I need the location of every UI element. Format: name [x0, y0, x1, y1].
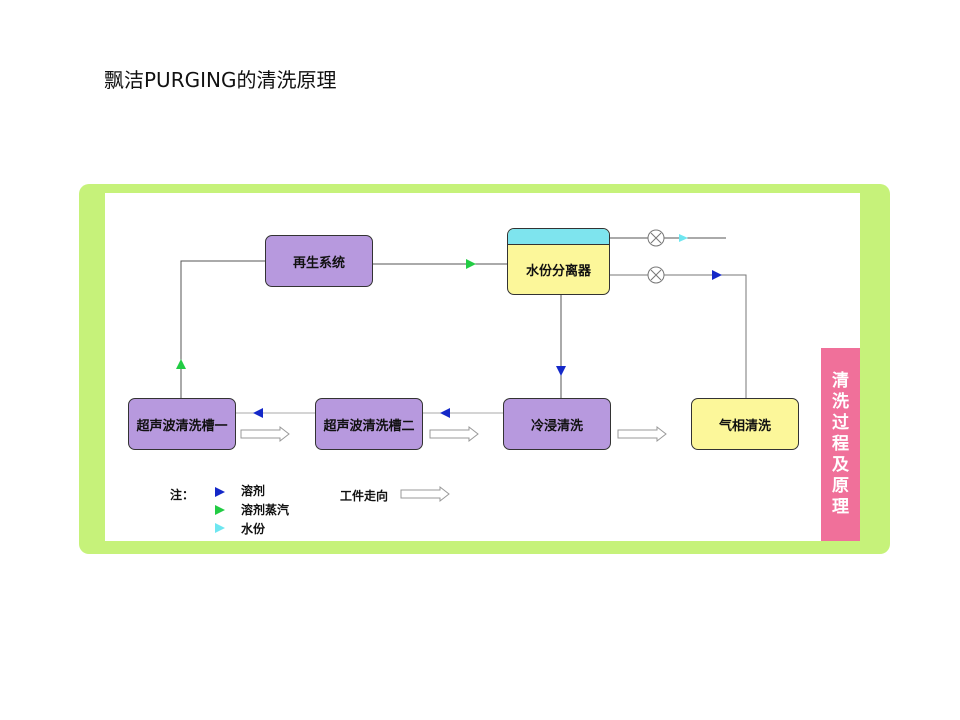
solvent-arrow	[712, 270, 722, 280]
legend-workpiece-arrow	[400, 485, 450, 503]
legend-solvent-vapor-label: 溶剂蒸汽	[241, 503, 290, 517]
legend-workpiece-direction-label: 工件走向	[340, 489, 389, 503]
ultrasonic-tank-1-label: 超声波清洗槽一	[136, 418, 228, 434]
vapor-clean-label: 气相清洗	[718, 418, 771, 434]
water-separator-box: 水份分离器	[507, 228, 610, 295]
regeneration-system-box: 再生系统	[265, 235, 373, 287]
separator-water-layer	[508, 229, 609, 245]
side-label-char: 程	[832, 434, 849, 454]
solvent-arrow-left	[253, 408, 263, 418]
water-separator-label: 水份分离器	[525, 263, 591, 279]
solvent-vapor-arrow-up	[176, 359, 186, 369]
legend-vapor-arrow	[215, 505, 225, 515]
side-label-char: 原	[832, 476, 849, 496]
legend-solvent-arrow	[215, 487, 225, 497]
side-label-char: 清	[832, 371, 849, 391]
water-arrow	[679, 234, 688, 242]
ultrasonic-tank-1-box: 超声波清洗槽一	[128, 398, 236, 450]
ultrasonic-tank-2-box: 超声波清洗槽二	[315, 398, 423, 450]
side-label-char: 洗	[832, 392, 849, 412]
legend-solvent-label: 溶剂	[241, 484, 266, 498]
side-label-char: 理	[832, 497, 849, 517]
solvent-arrow-left	[440, 408, 450, 418]
workpiece-direction-arrow	[617, 425, 667, 443]
line-solvent-outlet	[609, 274, 747, 398]
legend-water-arrow	[215, 523, 225, 533]
side-label-char: 及	[832, 455, 849, 475]
line-tank1-to-regen	[180, 260, 266, 398]
legend-note-label: 注：	[170, 488, 195, 502]
workpiece-direction-arrow	[429, 425, 479, 443]
solvent-arrow-down	[556, 366, 566, 376]
slide-title: 飘洁PURGING的清洗原理	[104, 68, 337, 92]
regeneration-system-label: 再生系统	[292, 255, 345, 271]
ultrasonic-tank-2-label: 超声波清洗槽二	[323, 418, 415, 434]
cold-dip-box: 冷浸清洗	[503, 398, 611, 450]
legend-water-label: 水份	[241, 522, 266, 536]
workpiece-direction-arrow	[240, 425, 290, 443]
vapor-clean-box: 气相清洗	[691, 398, 799, 450]
diagram-panel	[105, 193, 860, 541]
cold-dip-label: 冷浸清洗	[530, 418, 583, 434]
side-label-char: 过	[832, 413, 849, 433]
solvent-vapor-arrow	[466, 259, 476, 269]
side-label: 清 洗 过 程 及 原 理	[821, 348, 860, 541]
